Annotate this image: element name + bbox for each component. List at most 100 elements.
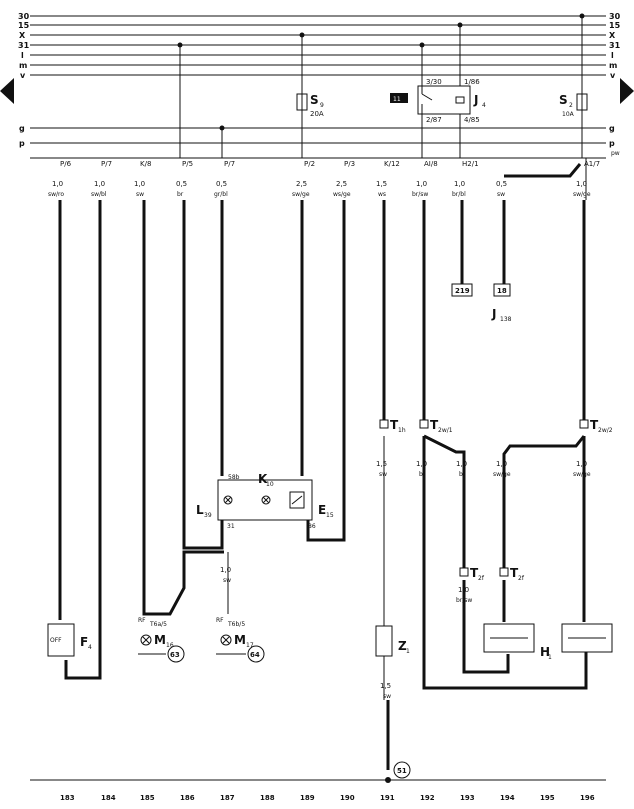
fuse-s9: S 9 20A xyxy=(296,93,324,118)
component-m16: RF T6a/5 M 16 63 xyxy=(138,617,185,663)
relay-label: J xyxy=(473,93,478,107)
wire-color: sw/bl xyxy=(91,191,107,198)
wire-color: br xyxy=(177,191,184,198)
wire-color: ws/ge xyxy=(333,191,351,198)
f4-sub: 4 xyxy=(88,644,92,651)
connector-label: P/3 xyxy=(344,160,355,168)
column-number: 188 xyxy=(260,794,275,802)
m17-rf: RF xyxy=(216,617,224,624)
connector-label: P/6 xyxy=(60,160,72,168)
wire-color: sw xyxy=(379,471,387,478)
wire-size: 0,5 xyxy=(216,180,227,188)
f4-switch: OFF xyxy=(50,637,62,644)
relay-sub: 4 xyxy=(482,102,486,109)
fuse-s9-label: S xyxy=(310,93,319,107)
wire-color: sw/ge xyxy=(573,471,591,478)
wire-size: 1,0 xyxy=(416,180,427,188)
ref-18: 18 xyxy=(497,287,507,295)
wire-size: 0,5 xyxy=(176,180,187,188)
ref-219: 219 xyxy=(455,287,470,295)
relay-j4: 11 3/30 1/86 2/87 4/85 J 4 xyxy=(390,78,486,124)
page-forward-arrow-icon[interactable] xyxy=(620,78,634,104)
column-number: 195 xyxy=(540,794,555,802)
relay-pin-87: 2/87 xyxy=(426,116,442,124)
conn-t2w1-sub: 2w/1 xyxy=(438,427,453,434)
wire-color: br xyxy=(459,471,466,478)
connector-label: K/12 xyxy=(384,160,400,168)
column-number: 184 xyxy=(101,794,116,802)
top-connectors: P/6 P/7 K/8 P/5 P/7 P/2 P/3 K/12 AI/8 H2… xyxy=(60,160,600,168)
m17-label: M xyxy=(234,633,246,647)
z1-sub: 1 xyxy=(406,648,410,655)
conn-t2w2-sub: 2w/2 xyxy=(598,427,613,434)
rail-label: l xyxy=(21,51,24,60)
m16-sub: 16 xyxy=(166,642,174,649)
conn-t2f-b-sub: 2f xyxy=(518,575,525,582)
component-f4: OFF F 4 xyxy=(47,623,92,657)
wire-color: sw/ro xyxy=(48,191,64,198)
wire-color: br/sw xyxy=(412,191,428,198)
rail-labels-left: 30 15 X 31 l m v g p xyxy=(18,12,30,148)
connector-label: A1/7 xyxy=(584,160,600,168)
rail-label: v xyxy=(610,71,616,80)
relay-tag: 11 xyxy=(393,96,401,103)
power-rails xyxy=(30,15,606,159)
wire-color: sw xyxy=(223,577,231,584)
conn-t2f-a: T xyxy=(470,566,479,580)
connector-label: K/8 xyxy=(140,160,151,168)
z1-label: Z xyxy=(398,639,407,653)
f4-label: F xyxy=(80,635,88,649)
page-back-arrow-icon[interactable] xyxy=(0,78,14,104)
wire-size: 1,0 xyxy=(576,180,587,188)
rail-label: 30 xyxy=(609,12,621,21)
conn-t2f-b: T xyxy=(510,566,519,580)
rail-label: 31 xyxy=(609,41,621,50)
rail-label: p xyxy=(19,139,25,148)
conn-t1h-sub: 1h xyxy=(398,427,406,434)
rail-label: X xyxy=(609,31,616,40)
wire-color: sw xyxy=(136,191,144,198)
wire-size: 1,0 xyxy=(416,460,427,468)
rail-label: m xyxy=(19,61,27,70)
conn-t2w1: T xyxy=(430,418,439,432)
h1-sub: 1 xyxy=(548,654,552,661)
conn-t2w2: T xyxy=(590,418,599,432)
conn-t1h: T xyxy=(390,418,399,432)
wire-color: sw xyxy=(383,693,391,700)
rail-label: 15 xyxy=(609,21,621,30)
rail-label: g xyxy=(19,124,25,133)
column-number: 189 xyxy=(300,794,315,802)
wire-color: sw/ge xyxy=(573,191,591,198)
ground-51: 51 xyxy=(393,761,411,779)
column-number: 192 xyxy=(420,794,435,802)
e15-sub: 15 xyxy=(326,512,334,519)
wire-size: 1,0 xyxy=(496,460,507,468)
wire-size: 1,5 xyxy=(380,682,391,690)
component-m17: RF T6b/5 M 17 64 xyxy=(216,617,265,663)
wire-size: 1,0 xyxy=(134,180,145,188)
rail-label: X xyxy=(19,31,26,40)
wire-size: 2,5 xyxy=(336,180,347,188)
ref-boxes: 219 18 J 138 xyxy=(451,283,512,323)
wire-color: br xyxy=(419,471,426,478)
rail-label: v xyxy=(20,71,26,80)
wire-size: 1,0 xyxy=(94,180,105,188)
ground-64: 64 xyxy=(250,651,260,659)
rail-label: l xyxy=(611,51,614,60)
wire-sizes: 1,0 1,0 1,0 0,5 0,5 2,5 2,5 1,5 1,0 1,0 … xyxy=(52,180,587,188)
connector-label: P/5 xyxy=(182,160,193,168)
e15-pin: 86 xyxy=(308,523,316,530)
l39-sub: 39 xyxy=(204,512,212,519)
component-k10-assembly: K 10 58b L 39 31 E 15 86 xyxy=(196,472,334,530)
wire-color: ws xyxy=(378,191,386,198)
j138-sub: 138 xyxy=(500,316,512,323)
rail-label: 31 xyxy=(18,41,30,50)
conn-t2f-a-sub: 2f xyxy=(478,575,485,582)
connector-label: P/7 xyxy=(224,160,235,168)
wire-colors: sw/ro sw/bl sw br gr/bl sw/ge ws/ge ws b… xyxy=(48,191,591,198)
column-number: 193 xyxy=(460,794,475,802)
wire-color: sw/ge xyxy=(292,191,310,198)
m17-conn: T6b/5 xyxy=(227,621,245,628)
h1-label: H xyxy=(540,645,550,659)
